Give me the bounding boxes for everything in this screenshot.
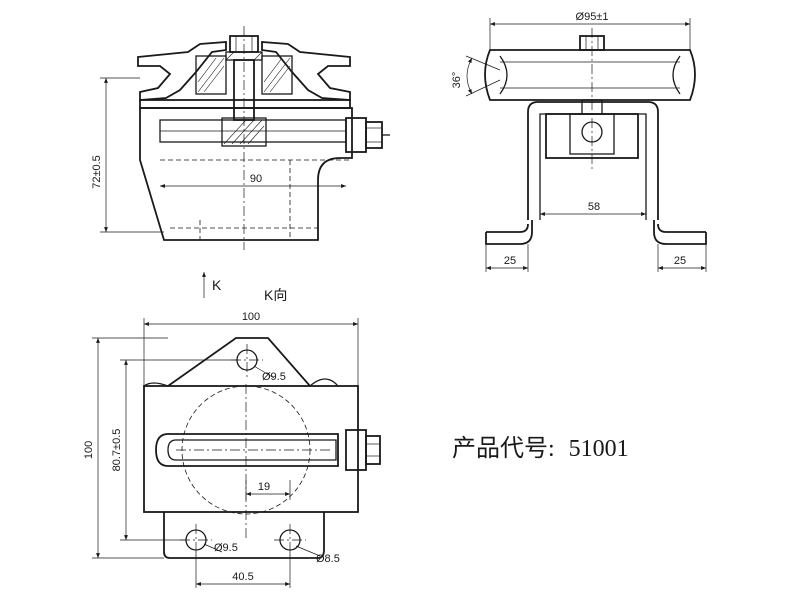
- dim-foot-left-label: 25: [504, 255, 516, 267]
- dim-bracket-width-label: 58: [588, 201, 600, 213]
- product-code-prefix: 产品代号:: [452, 435, 555, 462]
- dim-slot-length-label: 90: [250, 173, 262, 185]
- view-arrow-label: K: [212, 277, 222, 293]
- front-view: [100, 26, 390, 250]
- hole-bottom-right-label: Ø8.5: [316, 553, 340, 565]
- side-view: [465, 18, 707, 272]
- dim-width-label: 100: [242, 311, 260, 323]
- dim-height-label: 72±0.5: [91, 155, 103, 189]
- dim-foot-right-label: 25: [674, 255, 686, 267]
- product-code-label: 产品代号: 51001: [452, 435, 629, 462]
- hole-bottom-left-label: Ø9.5: [214, 542, 238, 554]
- dim-offset-label: 19: [258, 481, 270, 493]
- dim-total-height-label: 100: [83, 441, 95, 459]
- dim-groove-angle-label: 36°: [451, 72, 463, 89]
- dim-hole-spacing-label: 40.5: [232, 571, 253, 583]
- dim-inner-height-label: 80.7±0.5: [111, 429, 123, 472]
- view-direction-label: K向: [264, 287, 287, 303]
- product-code-value: 51001: [569, 436, 629, 462]
- top-view: [92, 318, 381, 588]
- hole-top-label: Ø9.5: [262, 371, 286, 383]
- dim-pulley-diameter-label: Ø95±1: [576, 11, 609, 23]
